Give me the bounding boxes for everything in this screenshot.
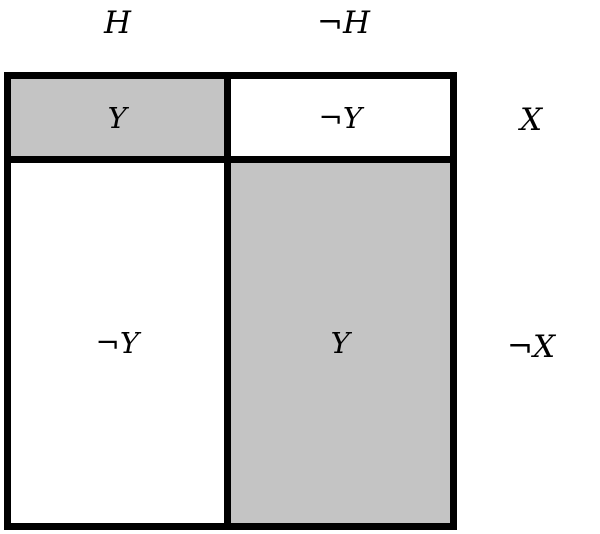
column-header-h: H xyxy=(103,5,132,41)
column-header-not-h: ¬H xyxy=(316,5,370,41)
cell-bottom-left-label: ¬Y xyxy=(95,326,139,360)
diagram-grid: Y ¬Y ¬Y Y xyxy=(4,72,457,530)
row-label-x: X xyxy=(519,102,543,138)
cell-bottom-right: Y xyxy=(230,163,450,523)
cell-top-right-label: ¬Y xyxy=(318,100,362,135)
cell-top-right: ¬Y xyxy=(230,79,450,163)
cell-top-left: Y xyxy=(11,79,231,163)
row-label-not-x: ¬X xyxy=(506,329,556,365)
cell-bottom-left: ¬Y xyxy=(11,163,231,523)
cell-top-left-label: Y xyxy=(107,100,127,135)
cell-bottom-right-label: Y xyxy=(330,326,350,360)
